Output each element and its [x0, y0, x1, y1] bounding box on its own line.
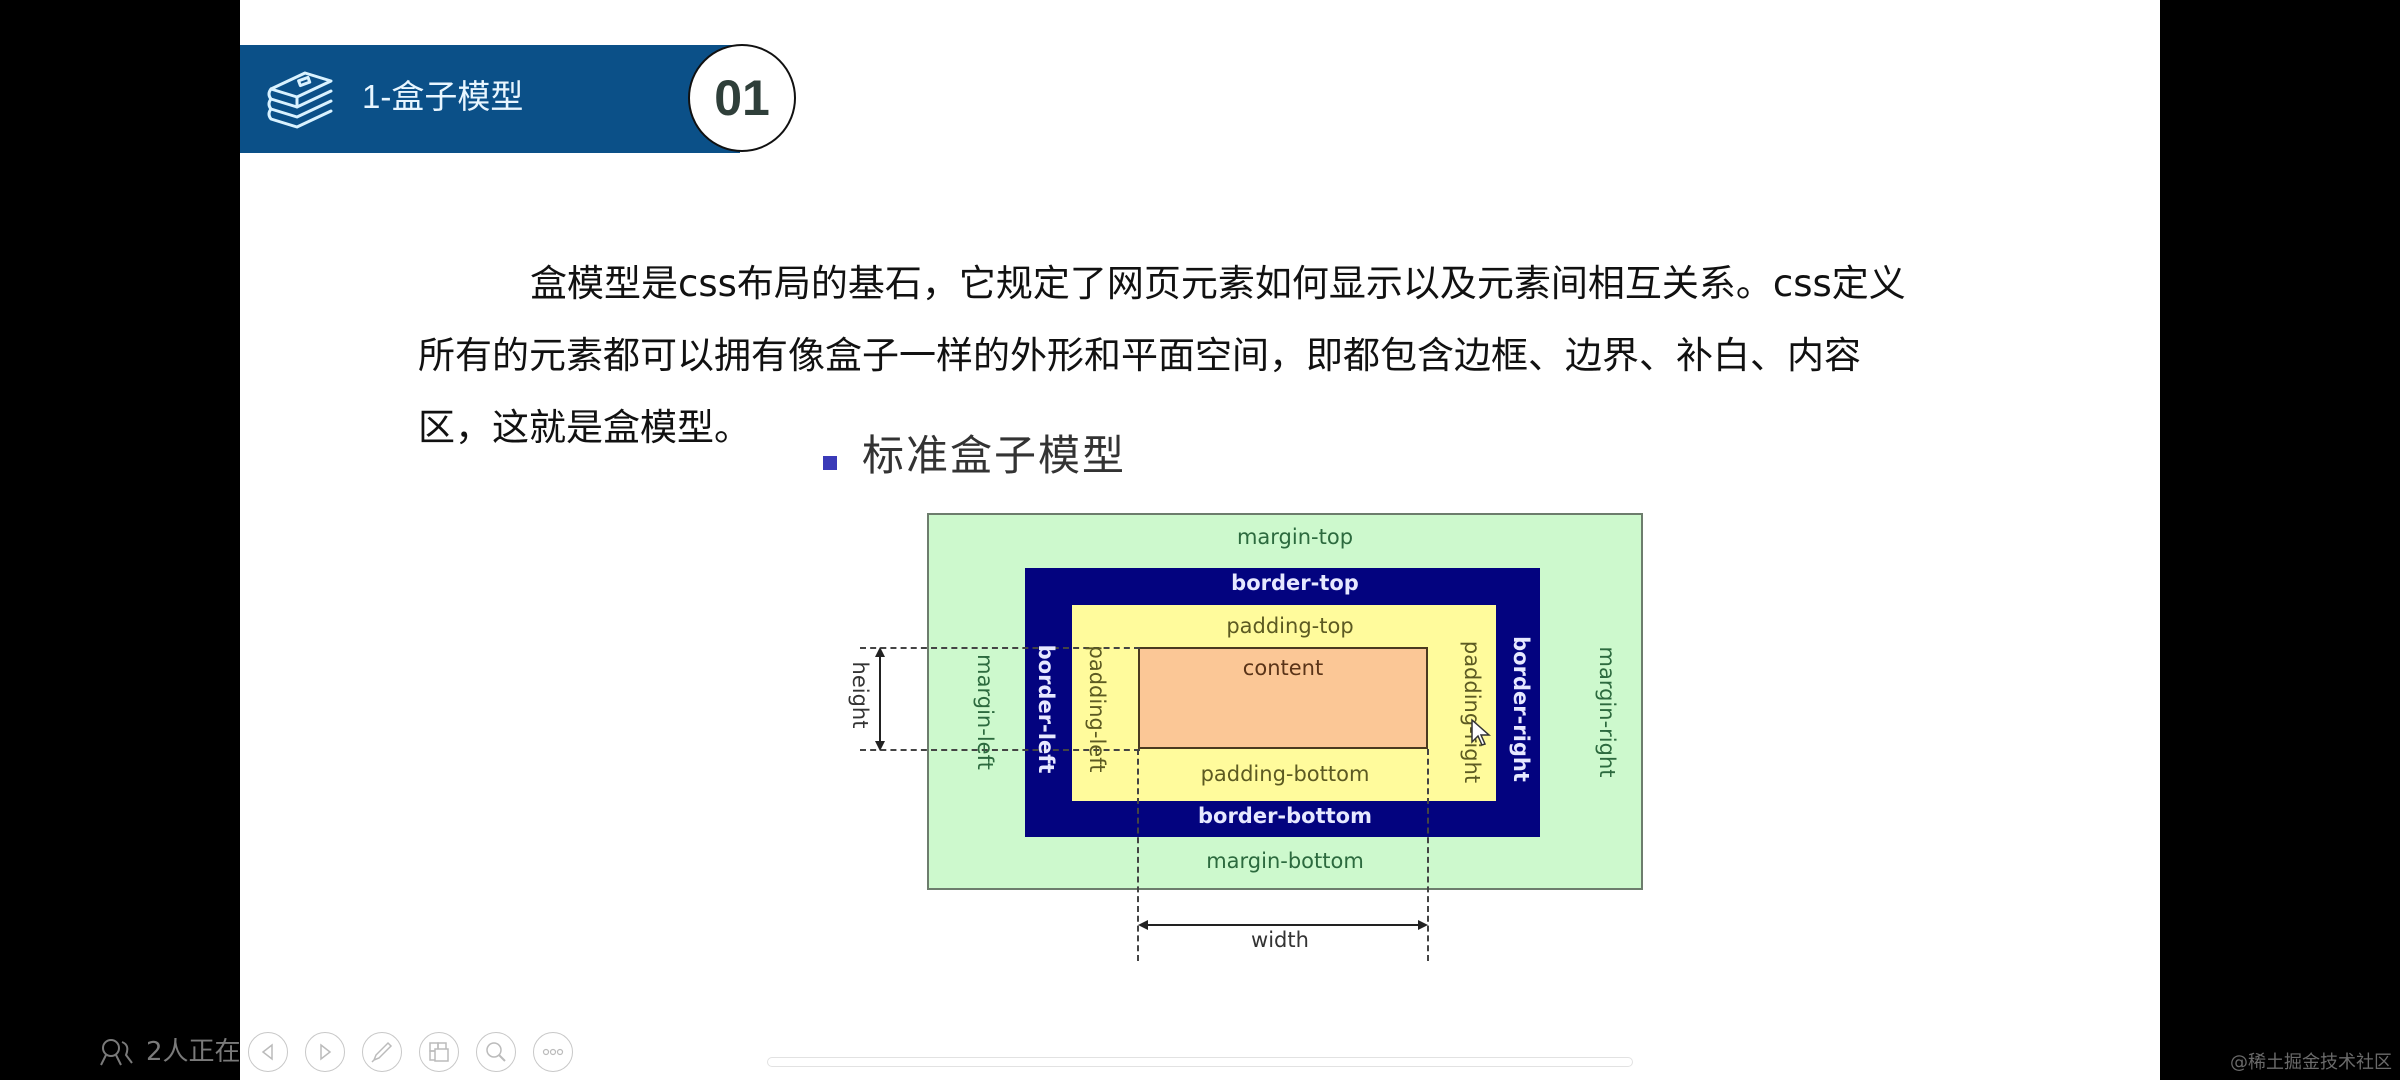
- height-guide-top: [860, 647, 1140, 649]
- label-border-bottom: border-bottom: [1197, 804, 1372, 828]
- width-guide-left: [1137, 749, 1139, 961]
- slide-overview-button[interactable]: [419, 1032, 459, 1072]
- magnifier-icon: [486, 1042, 506, 1062]
- label-margin-bottom: margin-bottom: [1206, 849, 1364, 873]
- paragraph-line: 所有的元素都可以拥有像盒子一样的外形和平面空间，即都包含边框、边界、补白、内容: [418, 334, 1861, 377]
- slides-grid-icon: [429, 1042, 449, 1062]
- label-padding-top: padding-top: [1226, 614, 1354, 638]
- viewer-count: 2人正在: [98, 1034, 241, 1070]
- section-header-bar: 1-盒子模型: [240, 45, 740, 153]
- label-border-right: border-right: [1509, 636, 1533, 782]
- mouse-cursor-icon: [1471, 718, 1491, 746]
- pen-icon: [371, 1041, 393, 1063]
- previous-slide-button[interactable]: [248, 1032, 288, 1072]
- label-padding-left: padding-left: [1085, 645, 1109, 773]
- label-padding-right: padding-right: [1460, 640, 1484, 784]
- more-options-button[interactable]: [533, 1032, 573, 1072]
- label-margin-right: margin-right: [1595, 646, 1619, 778]
- section-number: 01: [714, 70, 770, 126]
- next-slide-button[interactable]: [305, 1032, 345, 1072]
- label-padding-bottom: padding-bottom: [1200, 762, 1370, 786]
- presentation-slide: 1-盒子模型 01 盒模型是css布局的基石，它规定了网页元素如何显示以及元素间…: [240, 0, 2160, 1080]
- triangle-right-icon: [320, 1043, 332, 1061]
- label-height: height: [848, 661, 872, 729]
- paragraph-line: 盒模型是css布局的基石，它规定了网页元素如何显示以及元素间相互关系。css定义: [530, 262, 1906, 305]
- height-arrow-icon: [875, 647, 885, 751]
- triangle-left-icon: [261, 1043, 273, 1061]
- users-icon: [100, 1039, 133, 1066]
- diagram-title: 标准盒子模型: [862, 431, 1127, 480]
- label-margin-top: margin-top: [1236, 525, 1354, 549]
- width-guide-right: [1427, 749, 1429, 961]
- more-dots-icon: [542, 1048, 564, 1056]
- books-stack-icon: [267, 71, 333, 129]
- section-number-badge: 01: [688, 44, 796, 152]
- watermark: @稀土掘金技术社区: [2230, 1052, 2392, 1073]
- label-border-left: border-left: [1034, 644, 1058, 774]
- width-arrow-icon: [1138, 920, 1428, 930]
- bullet-square-icon: [823, 456, 837, 470]
- height-guide-bottom: [860, 749, 1140, 751]
- label-width: width: [1251, 928, 1309, 952]
- label-content: content: [1242, 656, 1324, 680]
- viewer-count-text: 2人正在: [146, 1037, 241, 1067]
- label-border-top: border-top: [1231, 571, 1359, 595]
- intro-paragraph: 盒模型是css布局的基石，它规定了网页元素如何显示以及元素间相互关系。css定义…: [418, 248, 2058, 464]
- pen-tool-button[interactable]: [362, 1032, 402, 1072]
- section-title: 1-盒子模型: [362, 78, 524, 115]
- zoom-button[interactable]: [476, 1032, 516, 1072]
- content-area: [1138, 647, 1428, 749]
- slide-progress-bar[interactable]: [767, 1057, 1633, 1067]
- paragraph-line: 区，这就是盒模型。: [418, 406, 751, 449]
- label-margin-left: margin-left: [973, 654, 997, 770]
